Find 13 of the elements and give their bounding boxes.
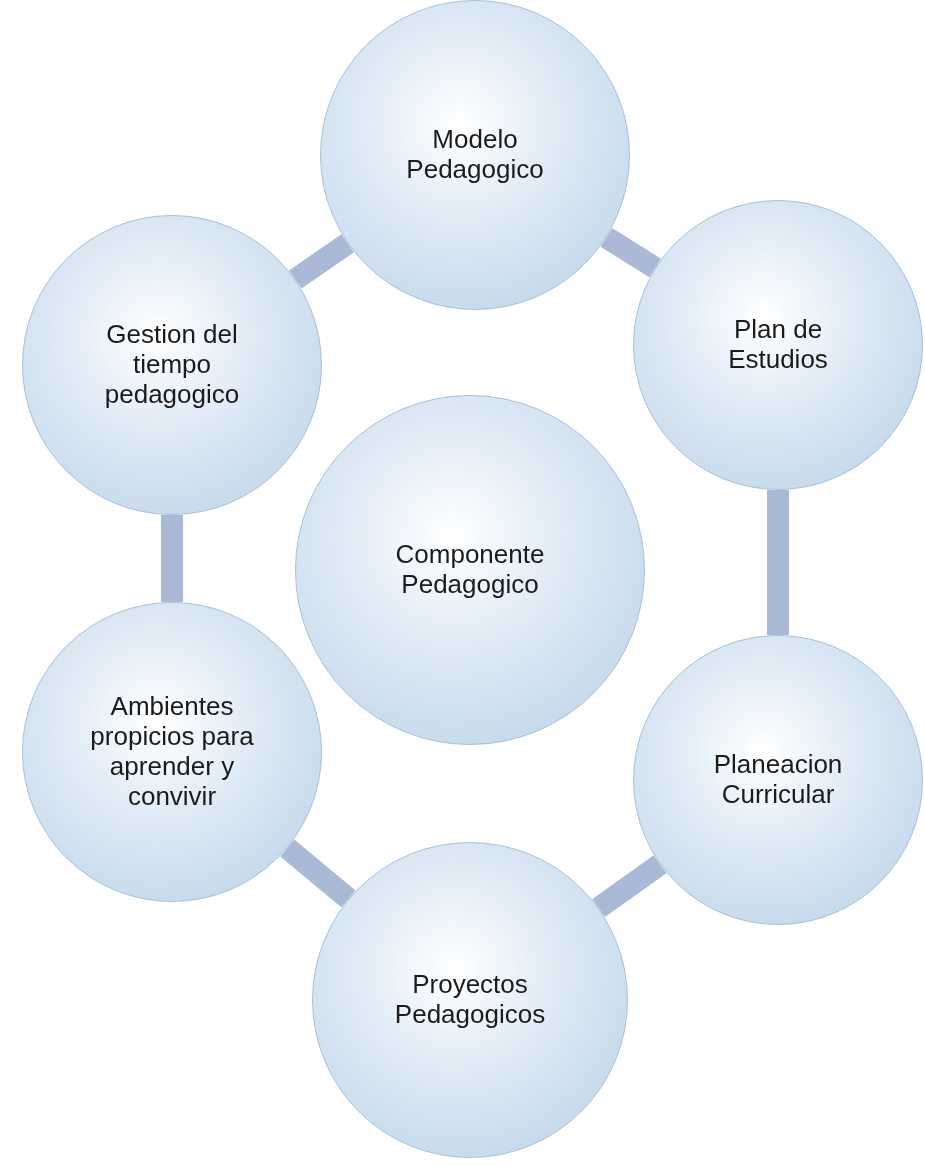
connector-bar [767, 490, 789, 635]
node-label: Gestion del tiempo pedagogico [103, 320, 241, 410]
node-label: Ambientes propicios para aprender y convivir [89, 692, 255, 812]
connector-bar [280, 839, 356, 908]
connector-bar [600, 228, 661, 278]
connector-bar [592, 855, 667, 918]
connector-bar [289, 234, 354, 289]
node-label: Componente Pedagogico [394, 540, 546, 600]
node-label: Modelo Pedagogico [405, 125, 545, 185]
node-label: Plan de Estudios [727, 315, 829, 375]
connector-bar [161, 515, 183, 602]
node-label: Proyectos Pedagogicos [393, 970, 547, 1030]
node-label: Planeacion Curricular [712, 750, 844, 810]
